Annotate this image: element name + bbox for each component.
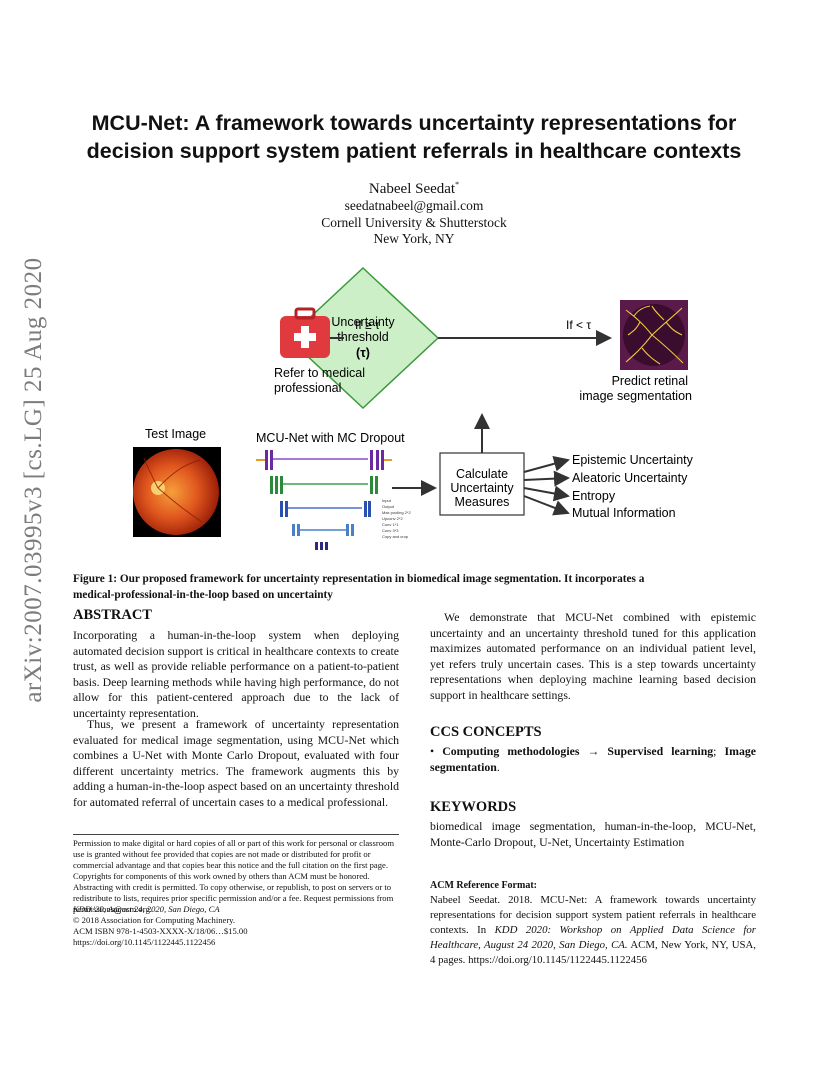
framework-figure: Uncertainty threshold (τ) If ≥ τ If < τ … (120, 260, 720, 560)
figure-caption-line2: medical-professional-in-the-loop based o… (73, 588, 333, 601)
figure-caption: Figure 1: Our proposed framework for unc… (73, 572, 757, 603)
right-column-paragraph: We demonstrate that MCU-Net combined wit… (430, 610, 756, 702)
keywords-text: biomedical image segmentation, human-in-… (430, 819, 756, 849)
isbn-line: ACM ISBN 978-1-4503-XXXX-X/18/06…$15.00 (73, 926, 248, 936)
output-entropy: Entropy (572, 489, 616, 503)
author-email: seedatnabeel@gmail.com (344, 198, 484, 213)
legend-maxpool: Max pooling 2*2 (382, 510, 411, 515)
paper-title-line2: decision support system patient referral… (86, 139, 742, 163)
unet-diagram (256, 450, 392, 550)
threshold-line1: Uncertainty (331, 315, 395, 329)
legend-conv3: Conv 3*3 (382, 528, 399, 533)
arxiv-side-stamp: arXiv:2007.03995v3 [cs.LG] 25 Aug 2020 (20, 257, 47, 703)
author-name: Nabeel Seedat* (214, 180, 614, 198)
retinal-segmentation-image (620, 300, 688, 370)
output-epistemic: Epistemic Uncertainty (572, 453, 694, 467)
ccs-term-2: Supervised learning (607, 744, 714, 758)
calculate-line1: Calculate (456, 467, 508, 481)
author-footnote-mark: * (455, 180, 460, 189)
calculate-line2: Uncertainty (450, 481, 514, 495)
threshold-symbol: (τ) (356, 346, 370, 360)
acm-reference-heading: ACM Reference Format: (430, 880, 537, 891)
fundus-test-image (133, 447, 221, 537)
ccs-concepts-heading: CCS CONCEPTS (430, 724, 542, 740)
abstract-paragraph-1: Incorporating a human-in-the-loop system… (73, 628, 399, 720)
figure-caption-line1: Figure 1: Our proposed framework for unc… (73, 573, 645, 585)
output-aleatoric: Aleatoric Uncertainty (572, 471, 688, 485)
author-name-text: Nabeel Seedat (368, 181, 456, 197)
refer-line1: Refer to medical (274, 366, 365, 380)
unet-legend: Input Output Max pooling 2*2 Upconv 2*2 … (382, 498, 411, 539)
author-location: New York, NY (373, 231, 455, 246)
predict-line2: image segmentation (579, 389, 692, 403)
threshold-line2: threshold (337, 330, 388, 344)
acm-reference-text: Nabeel Seedat. 2018. MCU-Net: A framewor… (430, 893, 756, 968)
keywords-heading: KEYWORDS (430, 799, 517, 815)
abstract-paragraph-2: Thus, we present a framework of uncertai… (73, 717, 399, 809)
predict-line1: Predict retinal (612, 374, 688, 388)
calculate-line3: Measures (455, 495, 510, 509)
abstract-heading: ABSTRACT (73, 607, 152, 623)
legend-output: Output (382, 504, 395, 509)
doi-line: https://doi.org/10.1145/1122445.1122456 (73, 937, 216, 947)
medical-kit-icon (280, 307, 330, 358)
author-affiliation: Cornell University & Shutterstock (321, 215, 507, 230)
if-greater-label: If ≥ τ (355, 318, 380, 332)
legend-conv1: Conv 1*1 (382, 522, 399, 527)
mcunet-label: MCU-Net with MC Dropout (256, 431, 405, 445)
paper-title: MCU-Net: A framework towards uncertainty… (40, 109, 788, 165)
ccs-separator: ; (713, 744, 725, 758)
uncertainty-outputs (523, 455, 570, 516)
legend-copy: Copy and crop (382, 534, 409, 539)
acm-reference-venue: KDD 2020: Workshop on Applied Data Scien… (430, 924, 756, 951)
if-less-label: If < τ (566, 318, 591, 332)
footnote-divider (73, 834, 399, 835)
output-mutual-information: Mutual Information (572, 506, 676, 520)
calculate-box (439, 452, 525, 516)
refer-line2: professional (274, 381, 341, 395)
ccs-concepts-text: • Computing methodologies → Supervised l… (430, 744, 756, 775)
ccs-bullet: • (430, 744, 443, 758)
permission-notice: Permission to make digital or hard copie… (73, 838, 394, 914)
ccs-arrow: → (579, 744, 608, 758)
legend-input: Input (382, 498, 392, 503)
ccs-term-1: Computing methodologies (442, 744, 580, 758)
paper-title-line1: MCU-Net: A framework towards uncertainty… (91, 111, 737, 135)
acm-reference-part-a: Nabeel Seedat. 2018. MCU-Net: A framewor… (430, 894, 756, 936)
ccs-term-3: Image segmentation (430, 744, 756, 774)
framework-diagram: Uncertainty threshold (τ) If ≥ τ If < τ … (133, 266, 694, 550)
legend-upconv: Upconv 2*2 (382, 516, 403, 521)
acm-reference-part-b: ACM, New York, NY, USA, 4 pages. https:/… (430, 939, 756, 966)
test-image-label: Test Image (145, 427, 206, 441)
copyright-line: © 2018 Association for Computing Machine… (73, 915, 236, 925)
venue-line: KDD '20, August 24, 2020, San Diego, CA (73, 904, 220, 914)
ccs-end: . (496, 759, 500, 774)
